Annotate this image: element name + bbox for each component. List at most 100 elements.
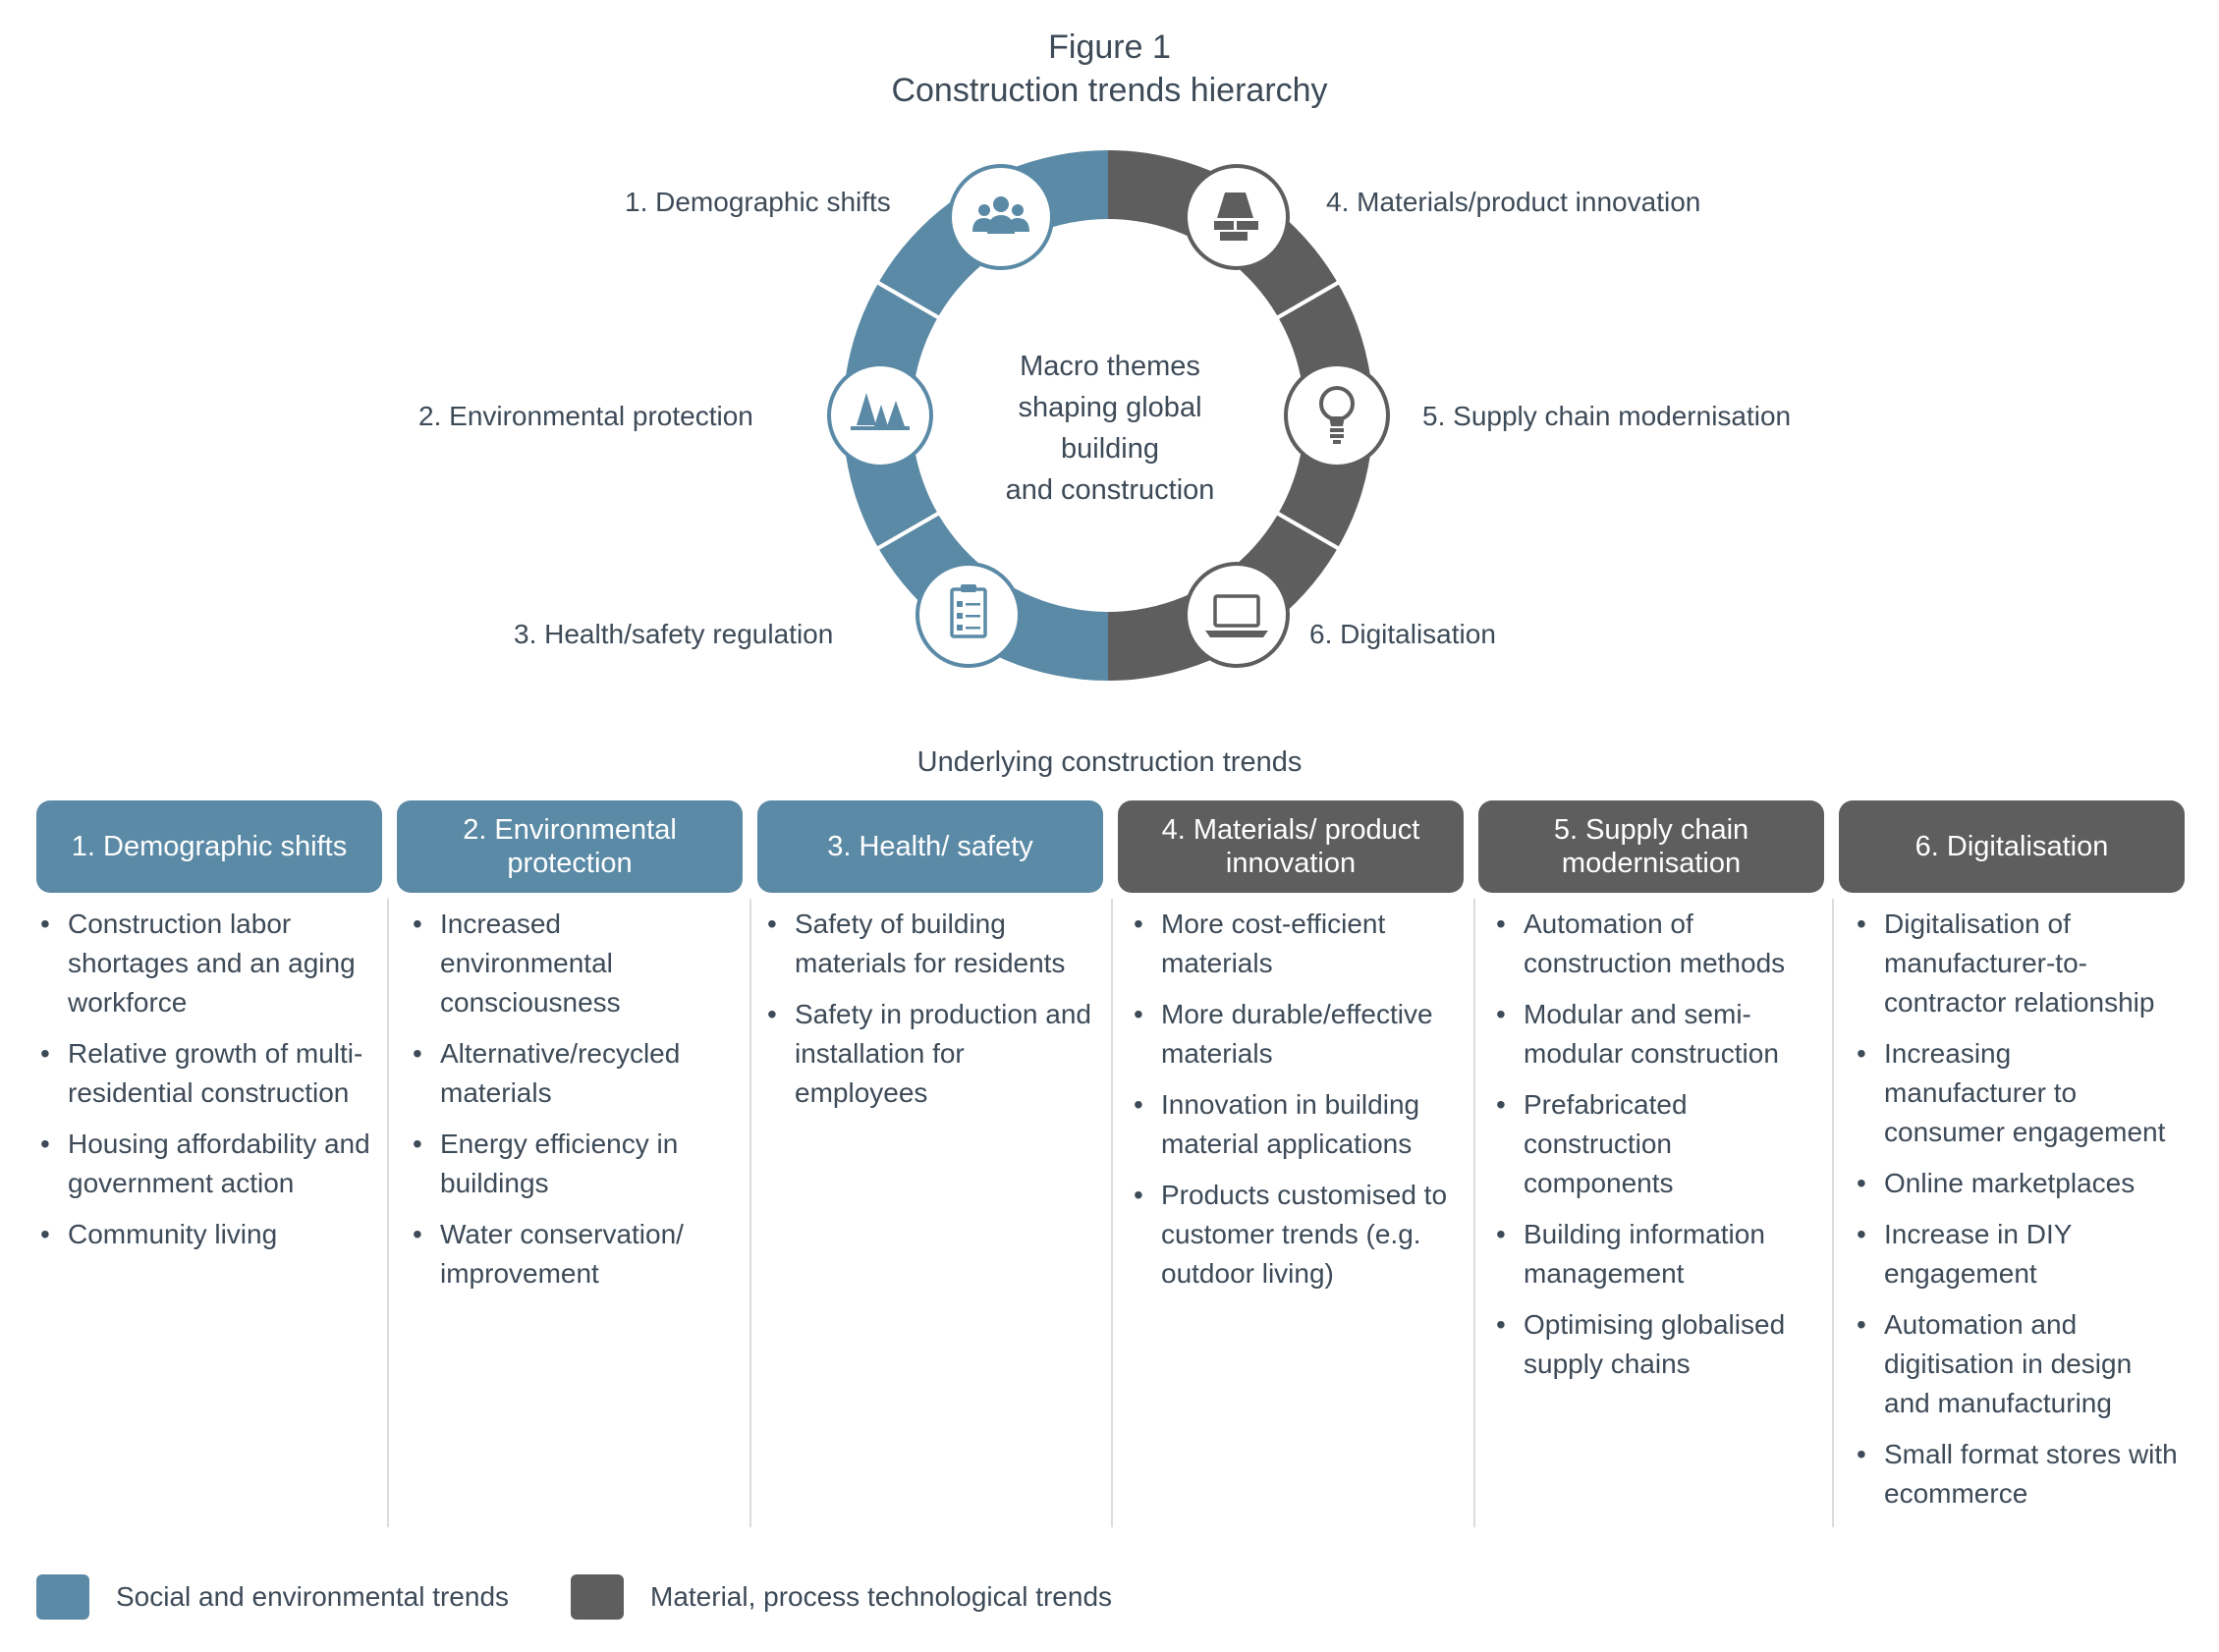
- clipboard-checklist-icon: [915, 562, 1022, 668]
- bullet-icon: •: [1857, 1168, 1866, 1198]
- bullet-icon: •: [40, 1129, 50, 1159]
- trend-list: • Construction labor shortages and an agi…: [36, 893, 382, 1254]
- list-item-text: Alternative/recycled materials: [440, 1038, 681, 1108]
- list-item: •Automation and digitisation in design a…: [1853, 1305, 2185, 1423]
- column-header: 3. Health/ safety: [757, 800, 1103, 893]
- list-item-text: Safety in production and installation fo…: [795, 999, 1091, 1108]
- list-item: • Digitalisation of manufacturer-to-contr…: [1853, 905, 2185, 1022]
- list-item-text: Automation of construction methods: [1524, 909, 1786, 978]
- bullet-icon: •: [413, 1038, 422, 1069]
- bullet-icon: •: [1134, 909, 1143, 939]
- bullet-icon: •: [1496, 1219, 1506, 1249]
- column-header: 1. Demographic shifts: [36, 800, 382, 893]
- bullet-icon: •: [767, 909, 777, 939]
- list-item: • Small format stores with ecommerce: [1853, 1435, 2185, 1514]
- people-group-icon: [948, 164, 1054, 270]
- center-text-line: building: [1061, 433, 1159, 465]
- trend-list: • Digitalisation of manufacturer-to-contr…: [1839, 893, 2185, 1514]
- bullet-icon: •: [413, 1129, 422, 1159]
- bullet-icon: •: [413, 1219, 422, 1249]
- list-item: • More cost-efficient materials: [1130, 905, 1464, 983]
- column-header: 6. Digitalisation: [1839, 800, 2185, 893]
- ring-half-social: [843, 150, 1108, 681]
- trend-column-digitalisation: 6. Digitalisation • Digitalisation of man…: [1839, 800, 2185, 1525]
- list-item-text: Digitalisation of manufacturer-to-contra…: [1884, 909, 2155, 1018]
- center-text-line: and construction: [1005, 474, 1215, 506]
- trend-column-supply-chain: 5. Supply chain modernisation •Automatio…: [1478, 800, 1824, 1396]
- ring-separator: [1275, 280, 1341, 320]
- legend-swatch-social: [36, 1574, 89, 1620]
- column-divider: [387, 899, 389, 1527]
- list-item-text: Increase in DIY engagement: [1884, 1219, 2072, 1289]
- list-item: •Increasing manufacturer to consumer eng…: [1853, 1034, 2185, 1152]
- bullet-icon: •: [1857, 1038, 1866, 1069]
- list-item: •Community living: [36, 1215, 382, 1254]
- list-item: •Modular and semi-modular construction: [1492, 995, 1824, 1074]
- theme-number: 3.: [514, 619, 537, 649]
- list-item: • Energy efficiency in buildings: [409, 1125, 743, 1203]
- trend-column-health-safety: 3. Health/ safety • Safety of building ma…: [757, 800, 1103, 1125]
- ring-separator: [875, 280, 941, 320]
- list-item-text: Community living: [68, 1219, 278, 1249]
- list-item: •Increase in DIY engagement: [1853, 1215, 2185, 1294]
- list-item-text: Products customised to customer trends (…: [1161, 1180, 1448, 1289]
- center-macro-themes-text: Macro themes shaping global building and…: [972, 346, 1248, 511]
- list-item: • Safety of building materials for reside…: [763, 905, 1103, 983]
- list-item: • Alternative/recycled materials: [409, 1034, 743, 1113]
- figure-title: Construction trends hierarchy: [891, 72, 1328, 109]
- list-item: •Products customised to customer trends …: [1130, 1176, 1464, 1294]
- bullet-icon: •: [1857, 909, 1866, 939]
- bullet-icon: •: [1857, 1309, 1866, 1340]
- list-item-text: Relative growth of multi-residential con…: [68, 1038, 363, 1108]
- bullet-icon: •: [1496, 1309, 1506, 1340]
- column-header: 2. Environmental protection: [397, 800, 743, 893]
- figure-number: Figure 1: [1048, 28, 1171, 66]
- bullet-icon: •: [40, 1038, 50, 1069]
- trend-list: •Automation of construction methods •Mod…: [1478, 893, 1824, 1384]
- bullet-icon: •: [1857, 1439, 1866, 1469]
- list-item: • Relative growth of multi-residential co…: [36, 1034, 382, 1113]
- theme-text: Environmental protection: [449, 401, 753, 431]
- legend-label-social: Social and environmental trends: [116, 1581, 510, 1612]
- theme-label-health-safety: 3. Health/safety regulation: [514, 617, 833, 652]
- column-header: 5. Supply chain modernisation: [1478, 800, 1824, 893]
- list-item: •Automation of construction methods: [1492, 905, 1824, 983]
- theme-label-environmental-protection: 2. Environmental protection: [418, 399, 753, 434]
- theme-number: 2.: [418, 401, 442, 431]
- list-item-text: Modular and semi-modular construction: [1524, 999, 1779, 1069]
- theme-text: Health/safety regulation: [544, 619, 834, 649]
- ring-separator: [875, 511, 941, 551]
- bullet-icon: •: [40, 909, 50, 939]
- list-item: • Innovation in building material applica…: [1130, 1085, 1464, 1164]
- bullet-icon: •: [413, 909, 422, 939]
- list-item-text: Safety of building materials for residen…: [795, 909, 1066, 978]
- theme-label-digitalisation: 6. Digitalisation: [1309, 617, 1496, 652]
- bullet-icon: •: [1134, 1089, 1143, 1120]
- theme-text: Digitalisation: [1340, 619, 1496, 649]
- theme-label-materials-innovation: 4. Materials/product innovation: [1326, 185, 1700, 220]
- list-item: •Water conservation/ improvement: [409, 1215, 743, 1294]
- list-item: •Increased environmental consciousness: [409, 905, 743, 1022]
- list-item: • Safety in production and installation f…: [763, 995, 1103, 1113]
- list-item-text: More cost-efficient materials: [1161, 909, 1386, 978]
- bullet-icon: •: [767, 999, 777, 1029]
- macro-themes-ring: [827, 150, 1390, 681]
- list-item-text: Construction labor shortages and an agin…: [68, 909, 356, 1018]
- column-divider: [1111, 899, 1113, 1527]
- list-item: •Online marketplaces: [1853, 1164, 2185, 1203]
- list-item-text: Innovation in building material applicat…: [1161, 1089, 1420, 1159]
- center-text-line: shaping global: [1018, 392, 1202, 423]
- list-item: •Prefabricated construction components: [1492, 1085, 1824, 1203]
- list-item-text: Energy efficiency in buildings: [440, 1129, 679, 1198]
- list-item-text: Building information management: [1524, 1219, 1765, 1289]
- center-text-line: Macro themes: [1020, 351, 1200, 382]
- trees-icon: [827, 362, 933, 468]
- list-item: •Optimising globalised supply chains: [1492, 1305, 1824, 1384]
- building-materials-icon: [1184, 164, 1290, 270]
- trend-column-demographic: 1. Demographic shifts • Construction labo…: [36, 800, 382, 1266]
- list-item-text: Housing affordability and government act…: [68, 1129, 370, 1198]
- list-item-text: Small format stores with ecommerce: [1884, 1439, 2178, 1509]
- laptop-icon: [1184, 562, 1290, 668]
- theme-label-supply-chain: 5. Supply chain modernisation: [1422, 399, 1791, 434]
- lightbulb-icon: [1284, 362, 1390, 468]
